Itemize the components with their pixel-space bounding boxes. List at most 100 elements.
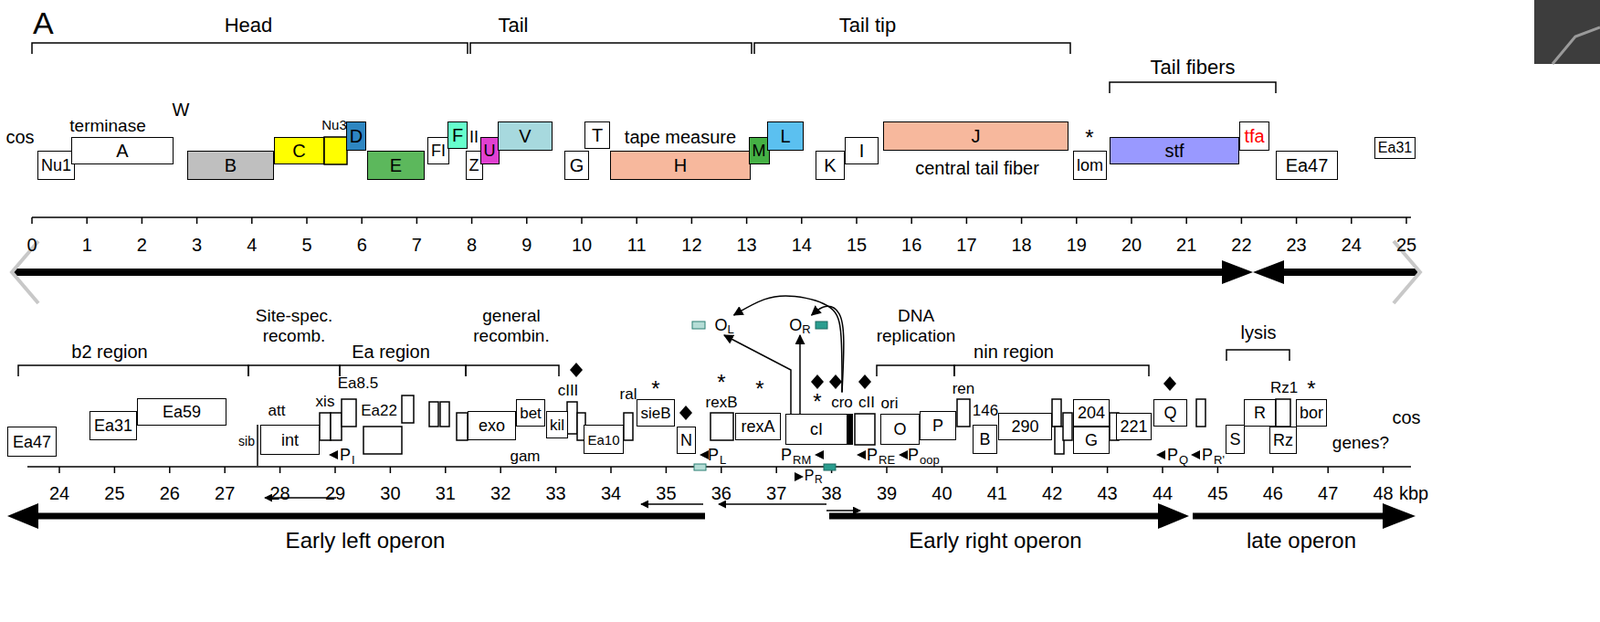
gene-box: cI	[785, 413, 848, 445]
axis-tick	[168, 466, 171, 474]
regulator-diamond	[858, 374, 872, 390]
genome-bar	[13, 268, 1226, 276]
gene-box: F	[447, 121, 468, 149]
axis-tick	[996, 466, 999, 474]
gene-box	[330, 412, 342, 441]
operon-arrow-head	[1157, 503, 1190, 529]
tick-label: 39	[876, 483, 897, 505]
gene-box	[854, 413, 875, 445]
gene-label: rexB	[705, 393, 738, 412]
promoter-arrow	[1190, 450, 1200, 460]
axis-tick	[855, 217, 858, 224]
gene-box: C	[273, 136, 325, 165]
tick-label: 29	[325, 483, 346, 505]
promoter-subscript: R	[814, 473, 823, 487]
gene-name: Ea31	[94, 417, 133, 434]
gene-name: U	[484, 142, 496, 159]
gene-box: K	[815, 150, 845, 180]
transcript-arrow	[718, 503, 827, 506]
gene-box: J	[883, 121, 1069, 151]
tick-label: 21	[1176, 234, 1197, 256]
gene-box: tfa	[1239, 121, 1270, 151]
gene-name: exo	[478, 417, 506, 434]
asterisk-mark: *	[755, 376, 764, 402]
axis-tick	[580, 217, 583, 224]
axis-tick	[1106, 466, 1109, 474]
promoter-arrow	[328, 450, 338, 460]
tick-label: 16	[901, 234, 922, 256]
regulator-diamond	[569, 362, 583, 378]
tick-label: 24	[1341, 234, 1362, 256]
gene-box: sieB	[636, 399, 674, 427]
gene-box: 204	[1073, 399, 1110, 427]
promoter-label: P	[1167, 445, 1179, 465]
region-label: Tail fibers	[1150, 55, 1236, 79]
gene-box: 221	[1115, 412, 1151, 441]
region-bracket	[18, 365, 249, 377]
gene-box	[429, 401, 439, 427]
regulator-diamond	[810, 374, 824, 390]
gene-name: H	[673, 156, 687, 175]
axis-tick	[114, 466, 116, 474]
panel-letter: A	[32, 5, 54, 42]
scale-axis	[27, 465, 1411, 468]
regulation-arrow	[811, 305, 844, 392]
tick-label: 31	[435, 483, 456, 505]
region-label: lysis	[1241, 322, 1277, 344]
axis-tick	[251, 217, 253, 224]
promoter-subscript: RM	[792, 453, 811, 468]
function-label: central tail fiber	[915, 157, 1040, 179]
tick-label: 40	[931, 483, 952, 505]
region-bracket	[954, 365, 1149, 377]
gene-name: sieB	[640, 405, 671, 422]
gene-box: G	[564, 150, 590, 180]
gene-box	[456, 412, 468, 441]
gene-box: Rz	[1269, 426, 1297, 454]
region-bracket	[470, 42, 752, 54]
axis-tick	[1272, 466, 1274, 474]
gene-name: I	[859, 141, 865, 160]
tick-label: 25	[104, 483, 125, 505]
function-label: terminase	[69, 115, 146, 137]
tick-label: 12	[681, 234, 702, 256]
axis-tick	[1075, 217, 1078, 224]
gene-label: Ea22	[360, 401, 398, 421]
axis-tick	[526, 217, 528, 224]
operator-site	[823, 463, 836, 471]
gene-box: V	[497, 121, 553, 151]
promoter-subscript: R'	[1213, 453, 1225, 468]
operator-site	[692, 321, 706, 329]
gene-box: rexA	[735, 412, 781, 441]
gene-box	[401, 395, 414, 423]
axis-tick	[279, 466, 282, 474]
tick-label: 3	[191, 234, 202, 256]
gene-box	[1063, 412, 1073, 441]
axis-tick	[141, 217, 144, 224]
region-label: nin region	[973, 341, 1054, 363]
gene-box: D	[346, 121, 367, 151]
gene-box: FI	[427, 136, 450, 165]
promoter-label: P	[780, 445, 792, 465]
genome-bar-head	[1221, 260, 1253, 285]
axis-tick	[1241, 217, 1243, 224]
gene-name: Ea47	[1285, 156, 1329, 175]
axis-tick	[1382, 466, 1385, 474]
gene-name: Rz	[1273, 431, 1294, 449]
region-label: b2 region	[71, 341, 148, 363]
tick-label: 0	[26, 234, 37, 256]
region-label: Tail tip	[839, 13, 896, 37]
tick-label: 22	[1231, 234, 1252, 256]
gene-name: tfa	[1243, 126, 1264, 146]
promoter-arrow	[794, 472, 804, 482]
gene-box: lom	[1073, 150, 1107, 180]
tick-label: 6	[357, 234, 368, 256]
gene-tag: OL	[710, 315, 737, 336]
axis-tick	[85, 217, 88, 224]
axis-tick	[910, 217, 913, 224]
tick-label: 9	[521, 234, 532, 256]
operon-label: late operon	[1246, 527, 1357, 554]
gene-box: T	[584, 121, 611, 149]
operon-arrow	[36, 513, 706, 520]
promoter-subscript: Q	[1178, 453, 1189, 468]
